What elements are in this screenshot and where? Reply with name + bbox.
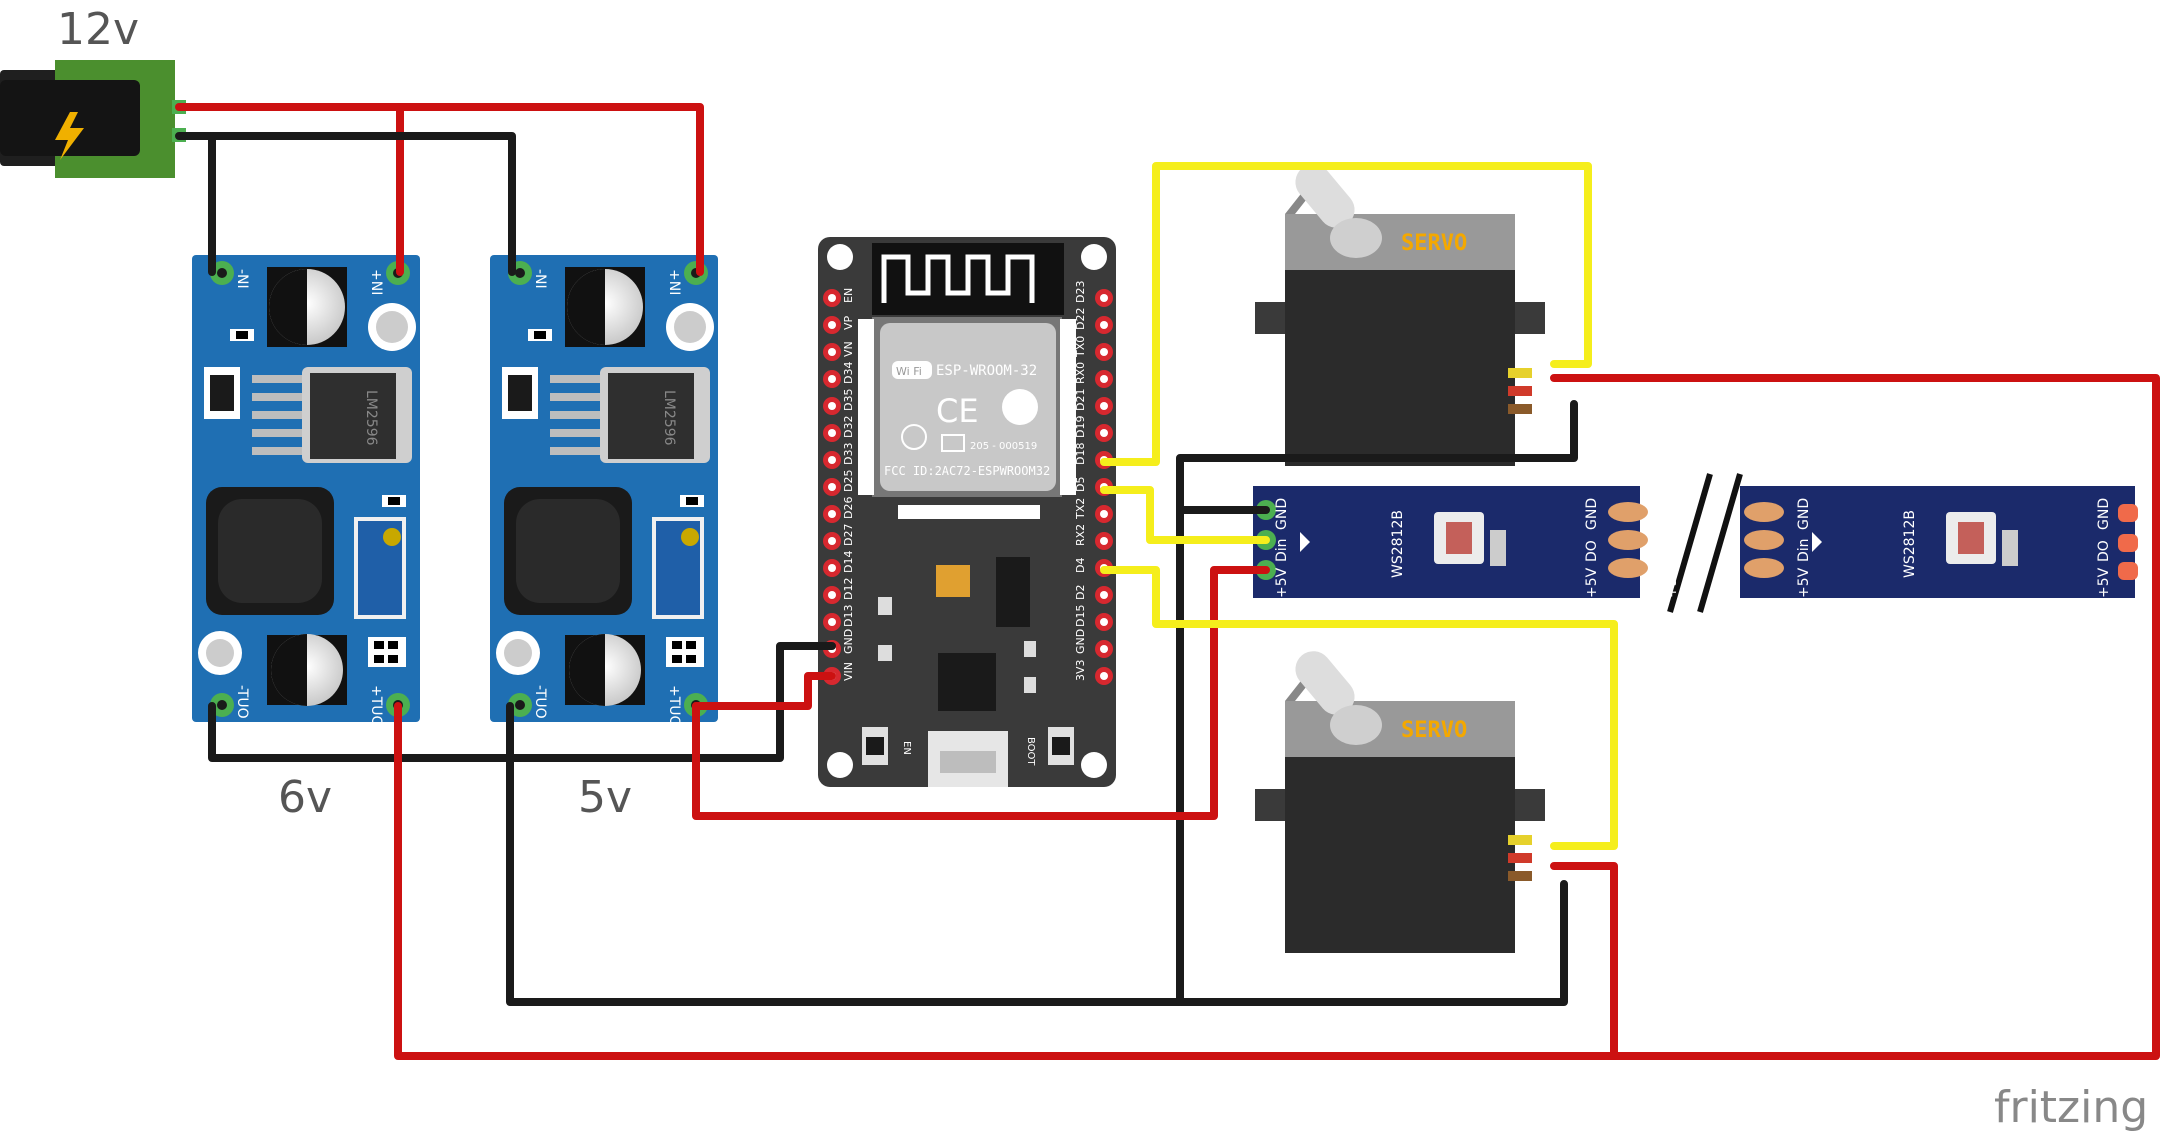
buck-converter-6v: -NI +NI -TUO +TUO LM2596 [192, 255, 420, 727]
svg-text:Din: Din [1664, 538, 1680, 562]
strip-pin-din: Din [1274, 538, 1290, 562]
esp32-pin-label: D18 [1074, 443, 1087, 465]
svg-text:-NI: -NI [532, 269, 548, 289]
esp32-pin-label: D4 [1074, 558, 1087, 573]
esp32-pin-label: 3V3 [1074, 659, 1087, 681]
esp32-pin-label: D34 [842, 362, 855, 384]
svg-text:GND: GND [1664, 498, 1680, 530]
buck2-chip-label: LM2596 [661, 390, 677, 446]
esp32-pin-label: GND [1074, 629, 1087, 654]
svg-text:+5V: +5V [1584, 567, 1600, 598]
boot-button-label: BOOT [1025, 737, 1036, 766]
svg-text:DO: DO [2096, 540, 2112, 562]
svg-text:+5V: +5V [1664, 567, 1680, 598]
svg-text:Din: Din [1796, 538, 1812, 562]
esp32-pin-label: D23 [1074, 281, 1087, 303]
wire-6v-positive [394, 374, 2160, 1060]
esp32-pin-label: D26 [842, 497, 855, 519]
esp32-pin-label: D15 [1074, 605, 1087, 627]
wire-ground-bus [208, 642, 836, 762]
esp32-pin-label: EN [842, 288, 855, 303]
wire-5v-positive [692, 672, 836, 710]
svg-text:DO: DO [1584, 540, 1600, 562]
svg-text:-NI: -NI [234, 269, 250, 289]
esp32-pin-label: GND [842, 629, 855, 654]
buck1-chip-label: LM2596 [363, 390, 379, 446]
esp32-pin-label: VIN [842, 662, 855, 681]
servo-top: SERVO [1255, 164, 1545, 466]
esp32-module-label: ESP-WROOM-32 [936, 363, 1037, 379]
fritzing-watermark: fritzing [1994, 1082, 2148, 1133]
servo-bottom-label: SERVO [1401, 718, 1467, 743]
esp32-pin-label: D21 [1074, 389, 1087, 411]
wire-12v-positive [175, 103, 704, 276]
esp32-pin-label: D33 [842, 443, 855, 465]
svg-text:-TUO: -TUO [234, 685, 250, 719]
wifi-logo-text: Wi Fi [896, 365, 922, 378]
esp32-pin-label: D25 [842, 470, 855, 492]
buck2-voltage-label: 5v [578, 772, 632, 823]
svg-text:+5V: +5V [1796, 567, 1812, 598]
strip-pin-5v: +5V [1274, 567, 1290, 598]
strip-chip-label-1: WS2812B [1390, 510, 1406, 578]
svg-text:+5V: +5V [2096, 567, 2112, 598]
esp32-pin-label: D35 [842, 389, 855, 411]
dc-power-jack: 12v [0, 4, 186, 178]
led-strip: GND Din +5V WS2812B GND DO +5V GND Din +… [1253, 473, 2138, 613]
esp32-pin-label: D22 [1074, 308, 1087, 330]
supply-voltage-label: 12v [57, 4, 139, 55]
svg-text:GND: GND [2096, 498, 2112, 530]
svg-text:+TUO: +TUO [368, 685, 384, 727]
buck1-voltage-label: 6v [278, 772, 332, 823]
wire-servo-bottom-signal [1100, 566, 1618, 850]
en-button-label: EN [901, 741, 912, 755]
esp32-pin-label: D19 [1074, 416, 1087, 438]
wire-servo-top-signal [1100, 162, 1592, 466]
esp32-pin-label: D13 [842, 605, 855, 627]
servo-top-label: SERVO [1401, 231, 1467, 256]
esp32-pin-label: RX2 [1074, 524, 1087, 546]
wire-strip-data [1100, 486, 1270, 544]
esp32-board: ESP-WROOM-32 Wi Fi CE 205 - 000519 FCC I… [818, 237, 1116, 787]
esp32-pin-label: VP [842, 315, 855, 330]
esp32-pin-label: VN [842, 341, 855, 357]
svg-text:GND: GND [1796, 498, 1812, 530]
wires [175, 103, 2160, 1060]
svg-text:-TUO: -TUO [532, 685, 548, 719]
esp32-pin-label: D2 [1074, 585, 1087, 600]
svg-text:+TUO: +TUO [666, 685, 682, 727]
esp32-pin-label: D5 [1074, 477, 1087, 492]
servo-bottom: SERVO [1255, 651, 1545, 953]
esp32-fcc-label: FCC ID:2AC72-ESPWROOM32 [884, 464, 1050, 478]
buck-converter-5v: -NI +NI -TUO +TUO LM2596 [490, 255, 718, 727]
esp32-pin-label: TX0 [1074, 336, 1087, 358]
esp32-pin-label: D27 [842, 524, 855, 546]
strip-pin-gnd: GND [1274, 498, 1290, 530]
svg-text:+NI: +NI [666, 269, 682, 295]
esp32-pin-label: D12 [842, 578, 855, 600]
esp32-pin-label: TX2 [1074, 498, 1087, 520]
esp32-cert-label: 205 - 000519 [970, 441, 1037, 452]
ce-mark: CE [936, 392, 979, 430]
lightning-icon [55, 112, 84, 160]
esp32-pin-label: D14 [842, 551, 855, 573]
esp32-pin-label: RX0 [1074, 362, 1087, 384]
svg-text:+NI: +NI [368, 269, 384, 295]
wire-12v-ground [175, 132, 516, 276]
svg-text:GND: GND [1584, 498, 1600, 530]
esp32-pin-label: D32 [842, 416, 855, 438]
strip-chip-label-2: WS2812B [1902, 510, 1918, 578]
